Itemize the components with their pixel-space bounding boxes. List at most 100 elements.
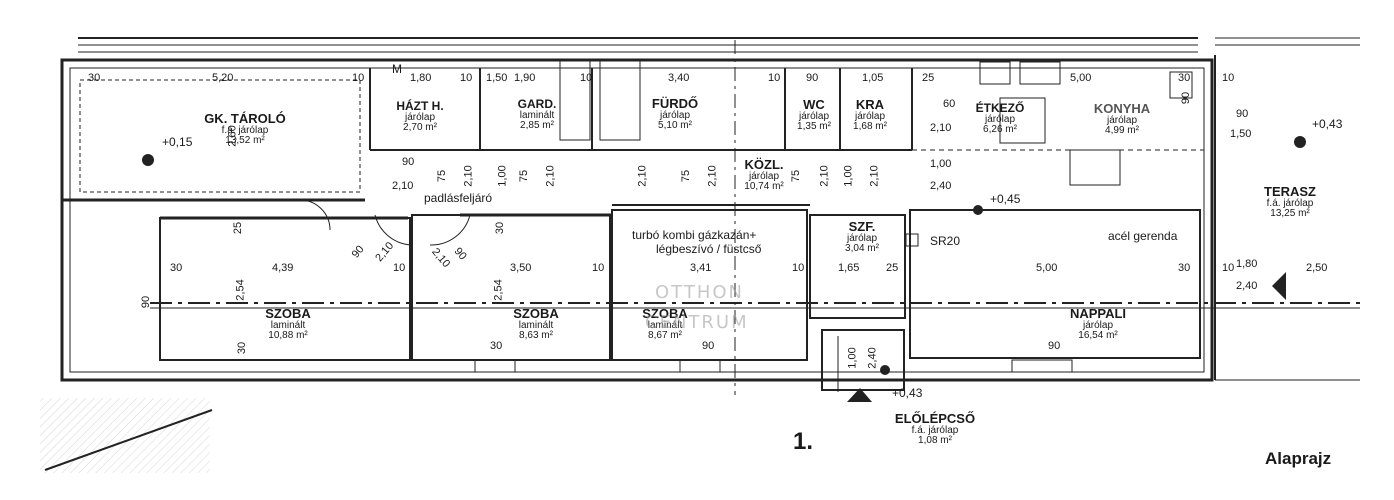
room-floor: járólap (1106, 114, 1138, 126)
dim-label: 2,10 (930, 122, 952, 134)
room-floor: f.á. járólap (911, 424, 959, 436)
dim-top: 1,90 (514, 72, 536, 84)
dim-top: 1,50 (486, 72, 508, 84)
dim-mid: 1,80 (1236, 258, 1258, 270)
room-area: 5,10 m² (658, 120, 692, 132)
dim-top: 10 (768, 72, 781, 84)
dim-label: 2,40 (930, 180, 952, 192)
room-bedroom-2: SZOBA laminált 8,63 m² (491, 307, 581, 342)
dim-label: 2,10 (868, 165, 881, 187)
room-floor: f.á. járólap (221, 124, 269, 136)
dim-label: 2,54 (234, 279, 247, 301)
room-name: TERASZ (1264, 184, 1316, 199)
page-title: Alaprajz (1265, 449, 1332, 468)
room-floor: járólap (854, 110, 886, 122)
flue-label: légbeszívó / füstcső (656, 242, 762, 256)
room-area: 3,04 m² (845, 243, 879, 255)
room-dining: ÉTKEZŐ járólap 6,26 m² (965, 102, 1035, 136)
dim-top: 5,20 (212, 72, 234, 84)
room-bedroom-3: SZOBA laminált 8,67 m² (620, 307, 710, 342)
room-area: 1,35 m² (797, 121, 831, 133)
dim-label: 1,50 (1230, 128, 1252, 140)
steel-beam-label: acél gerenda (1108, 229, 1178, 243)
room-floor: járólap (748, 170, 780, 182)
dim-label: 60 (943, 98, 956, 110)
sr20-label: SR20 (930, 234, 961, 248)
room-pantry: HÁZT H. járólap 2,70 m² (380, 100, 460, 134)
dim-mid: 30 (1178, 262, 1191, 274)
room-area: 13,52 m² (225, 135, 265, 147)
room-floor: járólap (1082, 319, 1114, 331)
room-area: 8,67 m² (648, 330, 682, 342)
dim-top: 10 (580, 72, 593, 84)
dim-label: 1,00 (496, 165, 509, 187)
dim-label: 1,00 (842, 165, 855, 187)
dim-top: 30 (88, 72, 101, 84)
dim-top: 10 (352, 72, 365, 84)
dim-label: 90 (1048, 340, 1061, 352)
room-windbreak: SZF. járólap 3,04 m² (834, 220, 890, 255)
room-area: 2,70 m² (403, 122, 437, 134)
room-area: 16,54 m² (1078, 330, 1118, 342)
dim-top: 10 (1222, 72, 1235, 84)
m-mark-label: M (392, 62, 402, 76)
room-area: 8,63 m² (519, 330, 553, 342)
dim-top: 3,40 (668, 72, 690, 84)
room-floor: járólap (404, 111, 436, 123)
boiler-label: turbó kombi gázkazán+ (632, 228, 757, 242)
room-garage: GK. TÁROLÓ f.á. járólap 13,52 m² (185, 112, 305, 147)
dim-label: 2,10 (818, 165, 831, 187)
room-living: NAPPALI járólap 16,54 m² (1048, 307, 1148, 342)
level-living: +0,45 (990, 192, 1021, 206)
dim-top: 30 (1178, 72, 1191, 84)
dim-mid: 10 (393, 262, 406, 274)
dim-label: 75 (518, 169, 531, 183)
room-hall: KÖZL. járólap 10,74 m² (729, 158, 799, 193)
room-floor: járólap (659, 109, 691, 121)
dim-label: 1,00 (846, 347, 859, 369)
room-name: FÜRDŐ (651, 96, 699, 111)
room-kitchen: KONYHA járólap 4,99 m² (1082, 102, 1162, 137)
dim-label: 75 (680, 169, 693, 183)
dim-mid: 30 (170, 262, 183, 274)
dim-mid: 5,00 (1036, 262, 1058, 274)
dim-label: 2,40 (866, 347, 879, 369)
dim-mid: 10 (792, 262, 805, 274)
room-name: SZOBA (513, 306, 559, 321)
dim-mid: 3,50 (510, 262, 532, 274)
dim-top: 1,05 (862, 72, 884, 84)
room-name: WC (803, 97, 825, 112)
attic-access-label: padlásfeljáró (424, 191, 493, 205)
room-wc: WC járólap 1,35 m² (789, 98, 839, 133)
dim-label: 90 (402, 156, 415, 168)
room-bath: FÜRDŐ járólap 5,10 m² (635, 97, 715, 132)
dim-top: 1,80 (410, 72, 432, 84)
room-kra: KRA járólap 1,68 m² (842, 98, 898, 133)
room-area: 1,68 m² (853, 121, 887, 133)
room-name: KÖZL. (744, 157, 784, 172)
dim-mid: 4,39 (272, 262, 294, 274)
watermark-line-1: OTTHON (655, 282, 745, 303)
room-wardrobe: GARD. laminált 2,85 m² (502, 98, 572, 132)
room-floor: f.á. járólap (1266, 197, 1314, 209)
dim-mid: 10 (592, 262, 605, 274)
dim-label: 2,10 (636, 165, 649, 187)
dim-label: 30 (490, 340, 503, 352)
dim-label: 30 (494, 221, 507, 235)
room-floor: laminált (519, 109, 555, 121)
level-entry: +0,43 (892, 386, 923, 400)
room-area: 10,88 m² (268, 330, 308, 342)
room-area: 13,25 m² (1270, 208, 1310, 220)
room-area: 1,08 m² (918, 435, 952, 447)
room-name: ELŐLÉPCSŐ (894, 411, 976, 426)
room-name: GARD. (517, 97, 557, 111)
room-area: 4,99 m² (1105, 125, 1139, 137)
dim-label: 2,60 (226, 125, 239, 147)
dim-label: 90 (702, 340, 715, 352)
room-floor: járólap (846, 232, 878, 244)
level-terrace: +0,43 (1312, 117, 1343, 131)
dim-label: 2,10 (462, 165, 475, 187)
room-floor: járólap (798, 110, 830, 122)
dim-label: 30 (236, 341, 249, 355)
dim-top: 90 (806, 72, 819, 84)
